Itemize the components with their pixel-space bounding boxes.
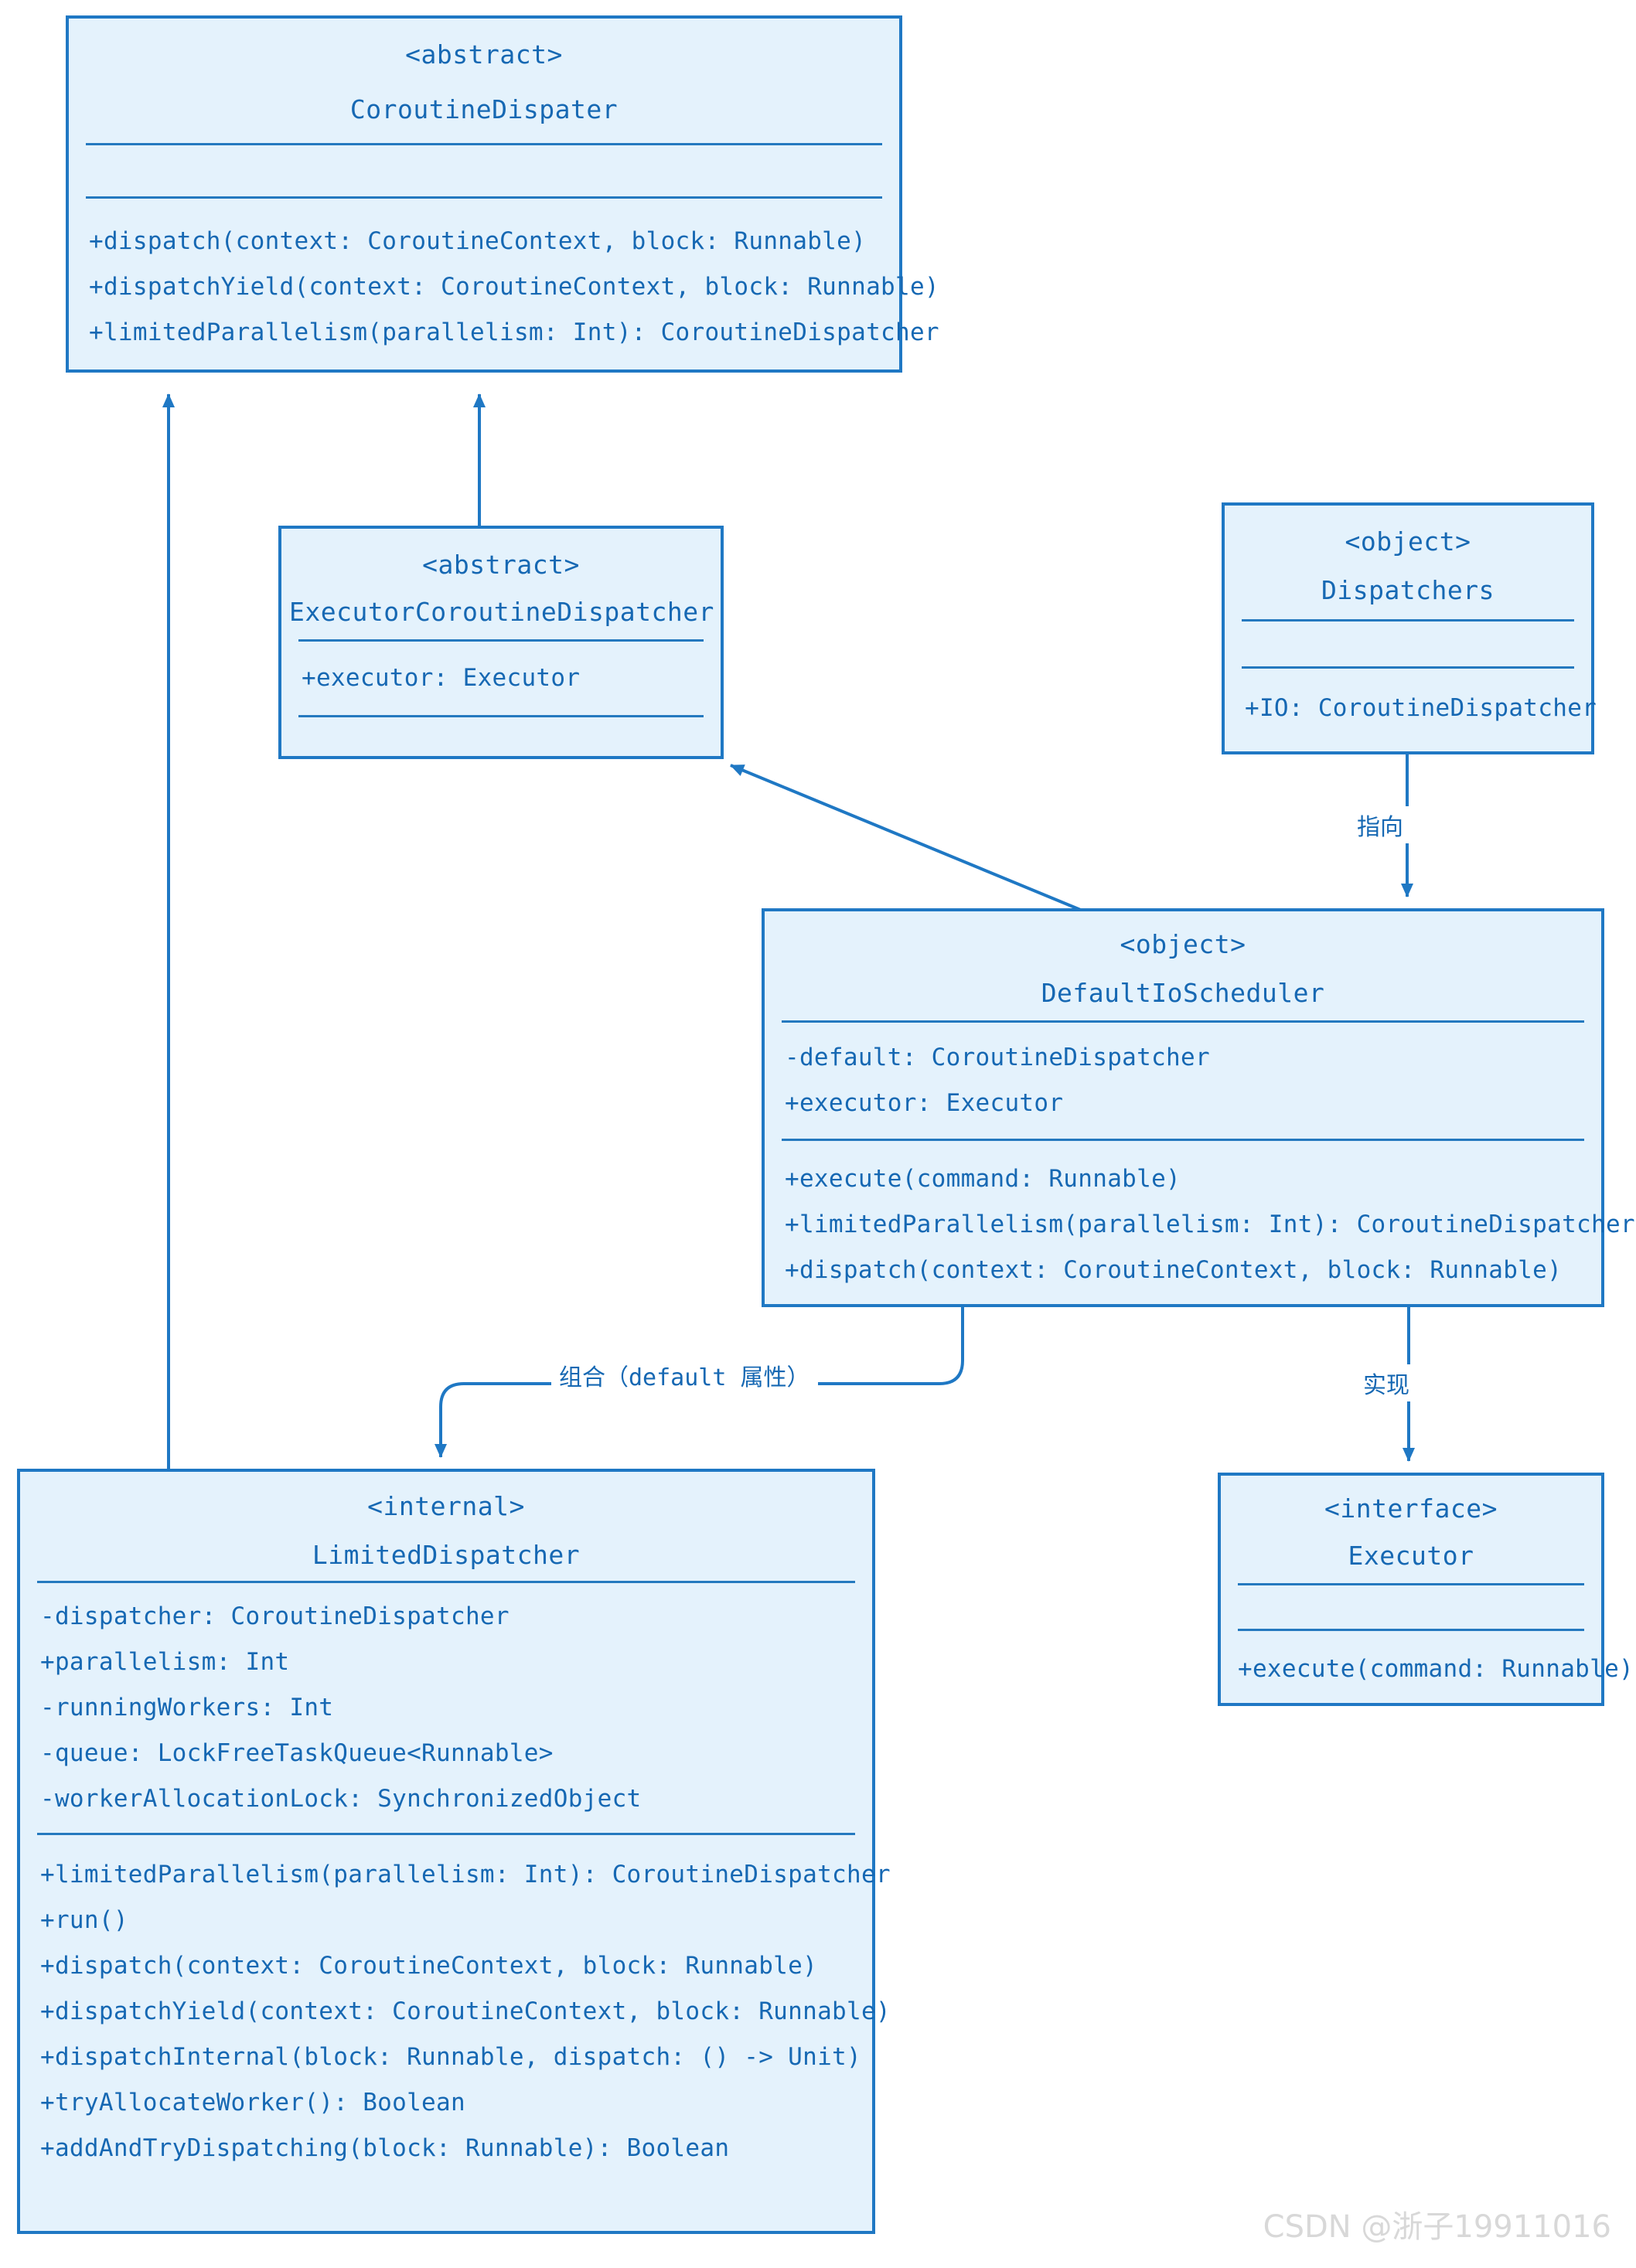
methods-compartment: +execute(command: Runnable) [1221, 1631, 1634, 1708]
class-member: -workerAllocationLock: SynchronizedObjec… [40, 1784, 642, 1813]
class-stereotype: <object> [1120, 929, 1246, 959]
class-member: -runningWorkers: Int [40, 1693, 334, 1721]
class-member: +limitedParallelism(parallelism: Int): C… [89, 318, 939, 346]
class-member: +parallelism: Int [40, 1647, 290, 1676]
compartment-divider [1238, 1582, 1584, 1585]
attributes-compartment: -dispatcher: CoroutineDispatcher +parall… [20, 1583, 872, 1833]
class-header: <object> Dispatchers [1225, 506, 1591, 619]
class-member: +execute(command: Runnable) [1238, 1654, 1634, 1683]
class-member: +dispatchInternal(block: Runnable, dispa… [40, 2042, 861, 2071]
class-header: <abstract> CoroutineDispater [69, 19, 899, 143]
class-member: -default: CoroutineDispatcher [785, 1043, 1210, 1071]
edge-label-implements: 实现 [1355, 1364, 1417, 1401]
class-member: +dispatch(context: CoroutineContext, blo… [785, 1255, 1563, 1284]
class-member: +run() [40, 1905, 128, 1934]
class-stereotype: <object> [1345, 526, 1471, 557]
class-box-coroutine-dispatcher[interactable]: <abstract> CoroutineDispater +dispatch(c… [66, 15, 939, 376]
class-name: CoroutineDispater [349, 94, 619, 125]
attributes-compartment: +executor: Executor [281, 642, 721, 715]
class-member: +execute(command: Runnable) [785, 1164, 1181, 1193]
class-member: +dispatchYield(context: CoroutineContext… [40, 1997, 891, 2025]
attributes-compartment [1221, 1585, 1601, 1629]
attributes-compartment [1225, 621, 1591, 666]
methods-compartment [281, 717, 721, 768]
class-box-default-io-scheduler[interactable]: <object> DefaultIoScheduler -default: Co… [762, 908, 1635, 1309]
class-header: <interface> Executor [1221, 1476, 1601, 1583]
class-member: +tryAllocateWorker(): Boolean [40, 2088, 465, 2116]
compartment-divider [1242, 666, 1574, 669]
edge-label-points-to: 指向 [1349, 806, 1411, 843]
compartment-divider [37, 1580, 855, 1583]
attributes-compartment [69, 145, 899, 196]
class-header: <internal> LimitedDispatcher [20, 1472, 872, 1581]
edge-defaultioscheduler-to-executorcoroutinedispatcher [730, 764, 1083, 912]
methods-compartment: +limitedParallelism(parallelism: Int): C… [20, 1835, 891, 2188]
compartment-divider [298, 714, 704, 717]
methods-compartment: +dispatch(context: CoroutineContext, blo… [69, 199, 939, 376]
class-header: <abstract> ExecutorCoroutineDispatcher [281, 529, 721, 639]
class-member: +limitedParallelism(parallelism: Int): C… [40, 1860, 891, 1888]
class-name: Dispatchers [1321, 575, 1495, 606]
class-header: <object> DefaultIoScheduler [765, 911, 1601, 1020]
class-member: +limitedParallelism(parallelism: Int): C… [785, 1210, 1635, 1238]
class-stereotype: <abstract> [405, 39, 563, 70]
watermark: CSDN @浙子19911016 [1263, 2209, 1611, 2245]
class-member: +IO: CoroutineDispatcher [1245, 693, 1597, 722]
class-name: Executor [1348, 1541, 1474, 1572]
class-stereotype: <internal> [367, 1491, 525, 1521]
class-name: LimitedDispatcher [312, 1540, 581, 1571]
methods-compartment: +IO: CoroutineDispatcher [1225, 669, 1597, 748]
class-box-executor[interactable]: <interface> Executor +execute(command: R… [1218, 1473, 1634, 1708]
class-member: -queue: LockFreeTaskQueue<Runnable> [40, 1738, 554, 1767]
class-stereotype: <interface> [1324, 1493, 1498, 1524]
class-member: +dispatch(context: CoroutineContext, blo… [40, 1951, 818, 1980]
class-member: +executor: Executor [302, 663, 581, 692]
class-member: -dispatcher: CoroutineDispatcher [40, 1602, 510, 1630]
class-member: +dispatchYield(context: CoroutineContext… [89, 272, 939, 301]
class-name: DefaultIoScheduler [1041, 978, 1325, 1009]
edge-label-composition: 组合（default 属性） [551, 1357, 818, 1394]
class-name: ExecutorCoroutineDispatcher [289, 597, 714, 628]
class-member: +dispatch(context: CoroutineContext, blo… [89, 226, 867, 255]
class-member: +executor: Executor [785, 1088, 1064, 1117]
methods-compartment: +execute(command: Runnable) +limitedPara… [765, 1141, 1635, 1309]
compartment-divider [37, 1832, 855, 1835]
attributes-compartment: -default: CoroutineDispatcher +executor:… [765, 1023, 1601, 1139]
compartment-divider [782, 1020, 1584, 1023]
class-box-executor-coroutine-dispatcher[interactable]: <abstract> ExecutorCoroutineDispatcher +… [278, 526, 724, 759]
compartment-divider [298, 639, 704, 642]
compartment-divider [1242, 618, 1574, 621]
class-stereotype: <abstract> [422, 550, 580, 580]
class-box-limited-dispatcher[interactable]: <internal> LimitedDispatcher -dispatcher… [17, 1469, 891, 2234]
compartment-divider [782, 1138, 1584, 1141]
compartment-divider [86, 142, 882, 145]
compartment-divider [1238, 1628, 1584, 1631]
class-member: +addAndTryDispatching(block: Runnable): … [40, 2133, 730, 2162]
compartment-divider [86, 196, 882, 199]
class-box-dispatchers[interactable]: <object> Dispatchers +IO: CoroutineDispa… [1222, 502, 1597, 754]
